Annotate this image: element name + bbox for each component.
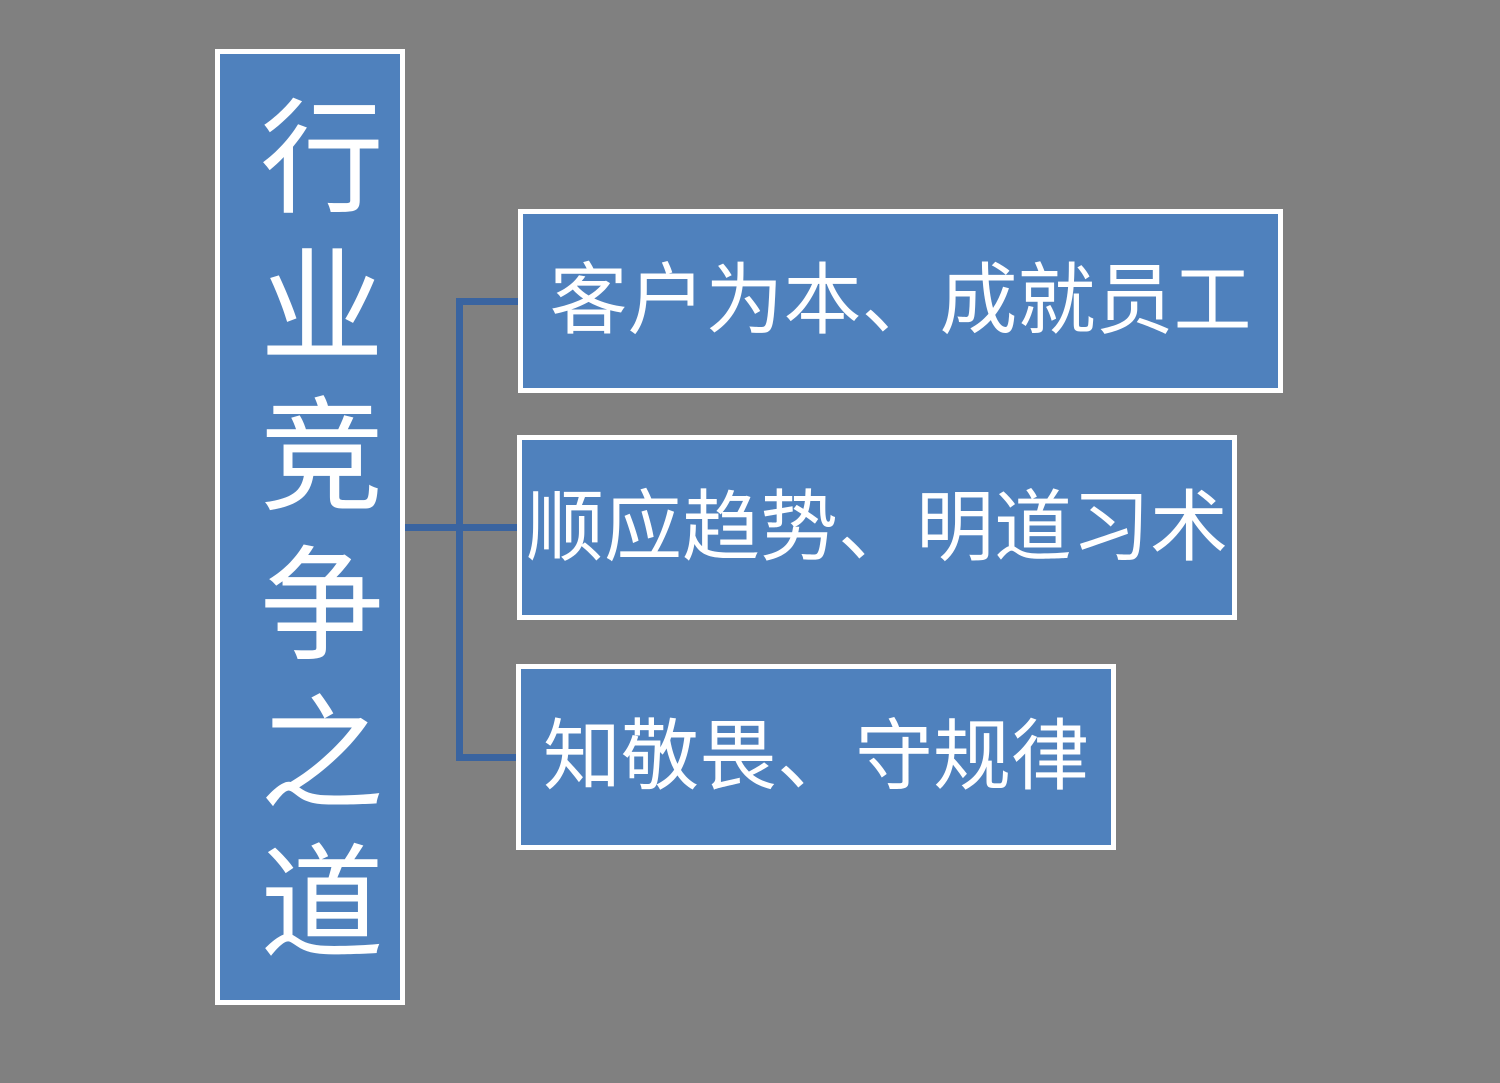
branch-node-2-label: 顺应趋势、明道习术: [525, 482, 1228, 573]
connector-branch-top: [456, 298, 518, 305]
connector-branch-middle: [405, 524, 518, 531]
branch-node-1-label: 客户为本、成就员工: [549, 256, 1252, 346]
branch-node-1: 客户为本、成就员工: [518, 209, 1283, 393]
branch-node-3-label: 知敬畏、守规律: [542, 712, 1089, 802]
root-node: 行业竞争之道: [215, 49, 405, 1005]
connector-branch-bottom: [456, 754, 518, 761]
root-node-label: 行业竞争之道: [238, 92, 382, 987]
branch-node-2: 顺应趋势、明道习术: [517, 435, 1237, 620]
branch-node-3: 知敬畏、守规律: [516, 664, 1116, 850]
